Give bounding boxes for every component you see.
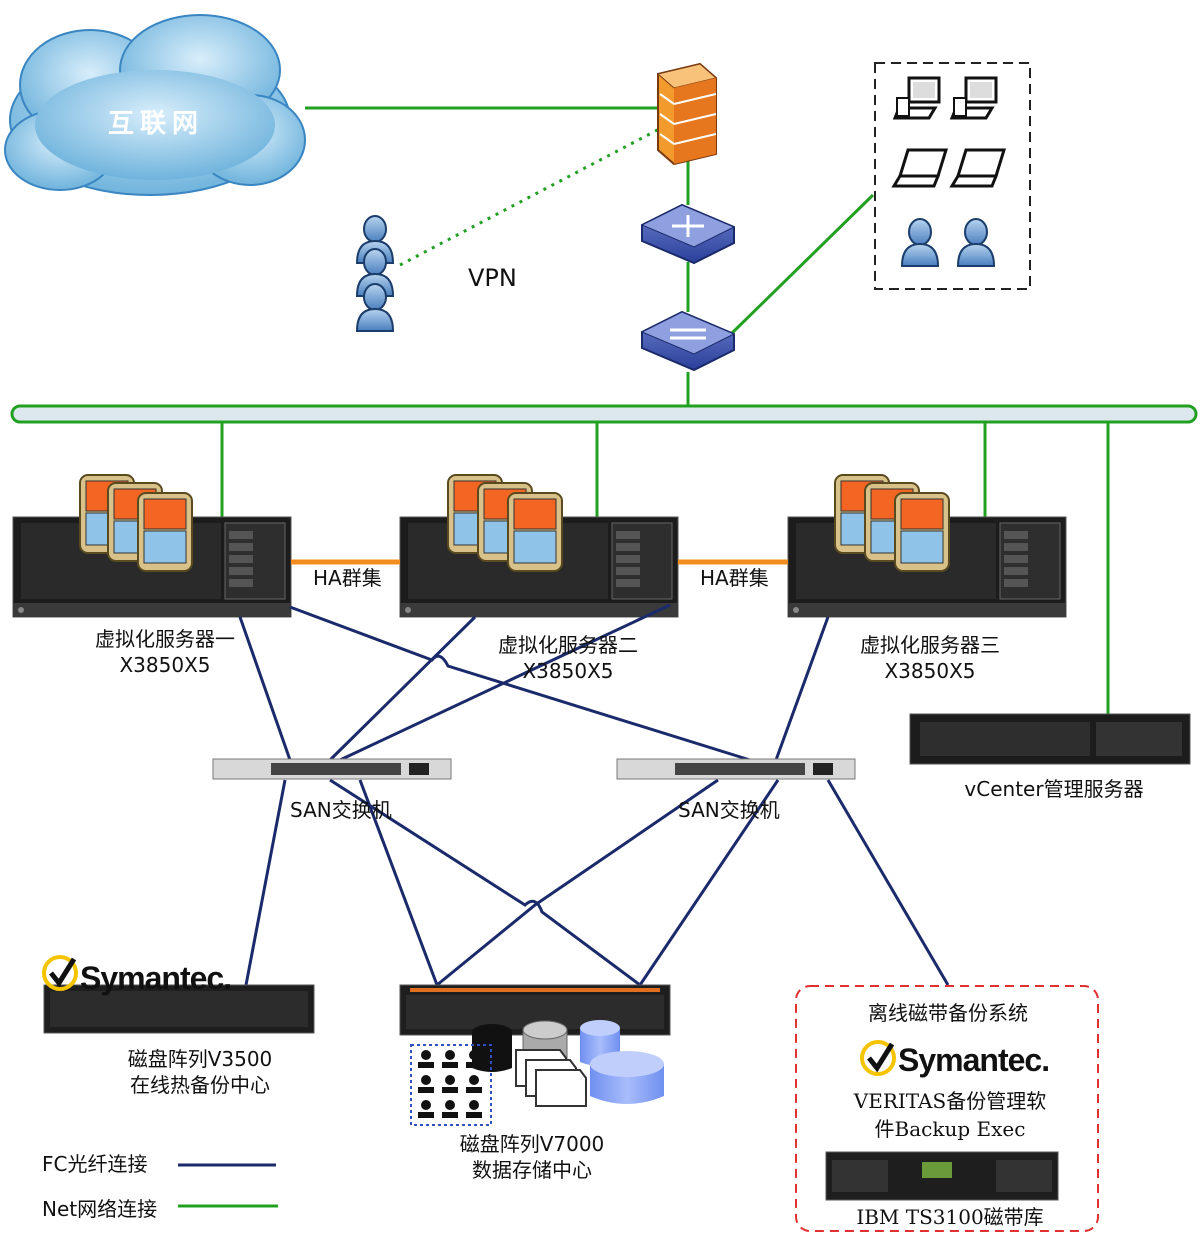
legend-net-label: Net网络连接: [42, 1197, 158, 1221]
vcenter-label: vCenter管理服务器: [964, 777, 1144, 801]
ha-cluster-label-1: HA群集: [313, 566, 382, 590]
v3500-label-1: 磁盘阵列V3500: [127, 1047, 273, 1071]
symantec-logo-2-icon: [860, 1040, 896, 1076]
san-switch-1-icon: [212, 758, 452, 780]
san-switch-1-label: SAN交换机: [290, 798, 392, 822]
server-2-model: X3850X5: [522, 659, 614, 683]
firewall-icon: [656, 62, 718, 166]
access-switch-icon: [640, 310, 736, 372]
tape-library-icon: [825, 1151, 1059, 1201]
legend-fc-label: FC光纤连接: [42, 1152, 148, 1176]
ha-cluster-label-2: HA群集: [700, 566, 769, 590]
internet-label: 互联网: [108, 109, 205, 139]
clients-group-box: [874, 62, 1031, 290]
laptop-clients-icon: [892, 148, 1006, 188]
server-1-model: X3850X5: [119, 653, 211, 677]
fc-links: [238, 603, 950, 987]
tape-backup-box: [795, 985, 1099, 1232]
server-1-name: 虚拟化服务器一: [95, 627, 235, 651]
vpn-label: VPN: [468, 264, 517, 292]
folders-icon: [515, 1049, 587, 1107]
tape-backup-title: 离线磁带备份系统: [868, 1001, 1028, 1025]
v3500-storage-icon: [43, 984, 315, 1034]
server-3-name: 虚拟化服务器三: [860, 633, 1000, 657]
server-2-name: 虚拟化服务器二: [498, 633, 638, 657]
tape-software-line-1: VERITAS备份管理软: [853, 1089, 1047, 1113]
tape-software-line-2: 件Backup Exec: [874, 1117, 1026, 1141]
server-3-model: X3850X5: [884, 659, 976, 683]
user-clients-icon: [901, 218, 995, 267]
internet-cloud-icon: [4, 14, 306, 196]
san-switch-2-label: SAN交换机: [678, 798, 780, 822]
v7000-label-1: 磁盘阵列V7000: [459, 1132, 605, 1156]
net-links: [220, 106, 1110, 715]
core-switch-icon: [640, 203, 736, 265]
users-group-icon: [410, 1044, 492, 1126]
symantec-logo-1-icon: [42, 955, 78, 991]
symantec-brand-1: Symantec.: [80, 960, 232, 996]
tape-device-label: IBM TS3100磁带库: [856, 1205, 1044, 1229]
vcenter-server-icon: [909, 713, 1191, 765]
symantec-brand-2: Symantec.: [898, 1042, 1050, 1078]
v7000-label-2: 数据存储中心: [472, 1158, 592, 1182]
v3500-label-2: 在线热备份中心: [130, 1073, 270, 1097]
san-switch-2-icon: [616, 758, 856, 780]
vpn-users-icon: [356, 215, 394, 332]
desktop-clients-icon: [893, 76, 998, 120]
network-backbone-bus: [10, 404, 1198, 424]
vpn-dotted-link: [399, 124, 666, 267]
